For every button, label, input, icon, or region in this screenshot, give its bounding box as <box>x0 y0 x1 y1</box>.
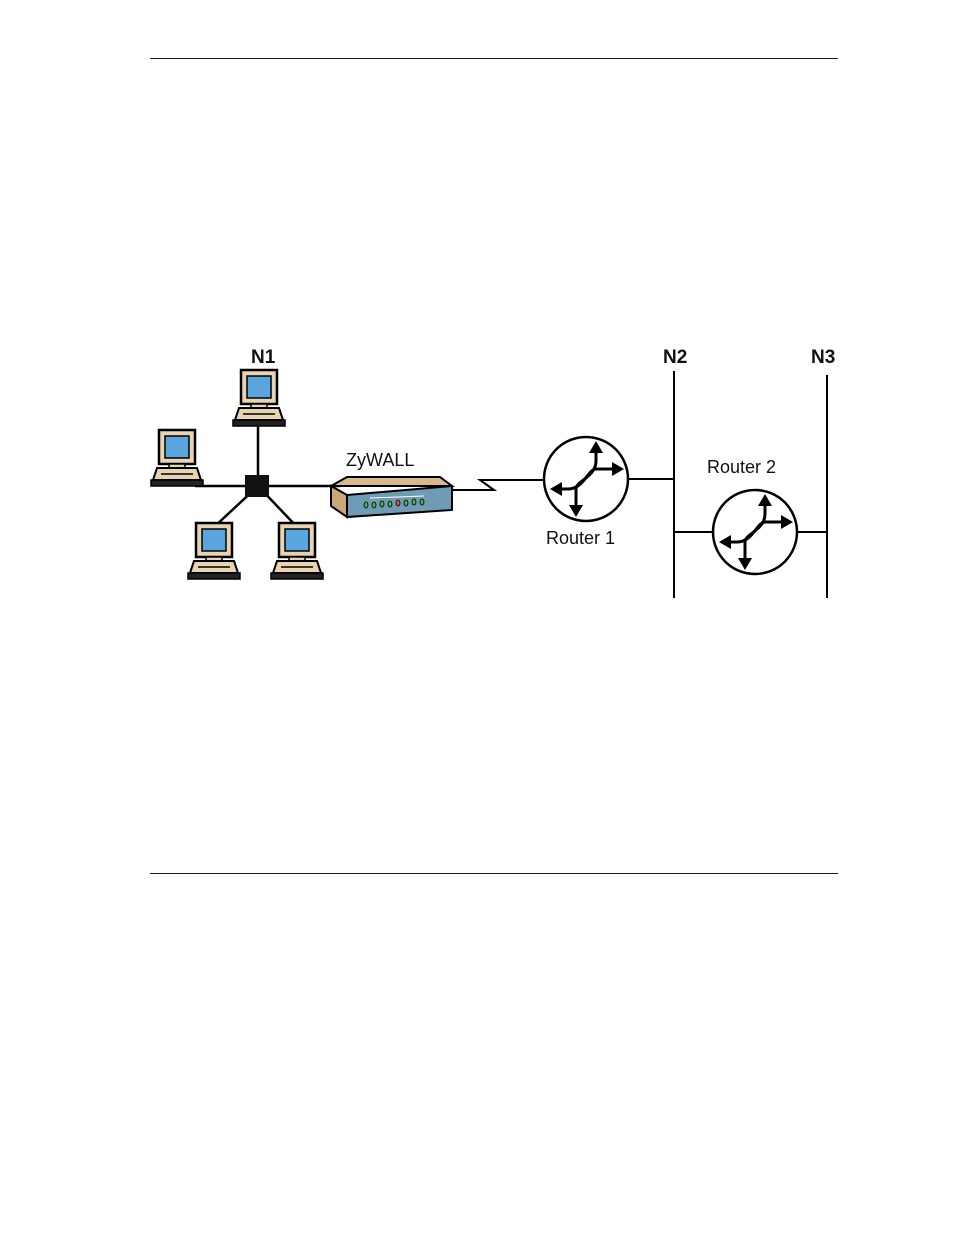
n2-label: N2 <box>663 347 687 368</box>
n3-label: N3 <box>811 347 835 368</box>
hub-icon <box>245 475 269 497</box>
router1-label: Router 1 <box>546 528 615 548</box>
computer-icon <box>271 523 323 579</box>
wan-link <box>452 480 546 490</box>
computer-icon <box>233 370 285 426</box>
computer-icon <box>188 523 240 579</box>
computer-icon <box>151 430 203 486</box>
zywall-label: ZyWALL <box>346 450 414 470</box>
router-icon <box>544 437 628 521</box>
router-icon <box>713 490 797 574</box>
zywall-device-icon <box>331 477 452 517</box>
n1-label: N1 <box>251 347 276 368</box>
router2-label: Router 2 <box>707 457 776 477</box>
